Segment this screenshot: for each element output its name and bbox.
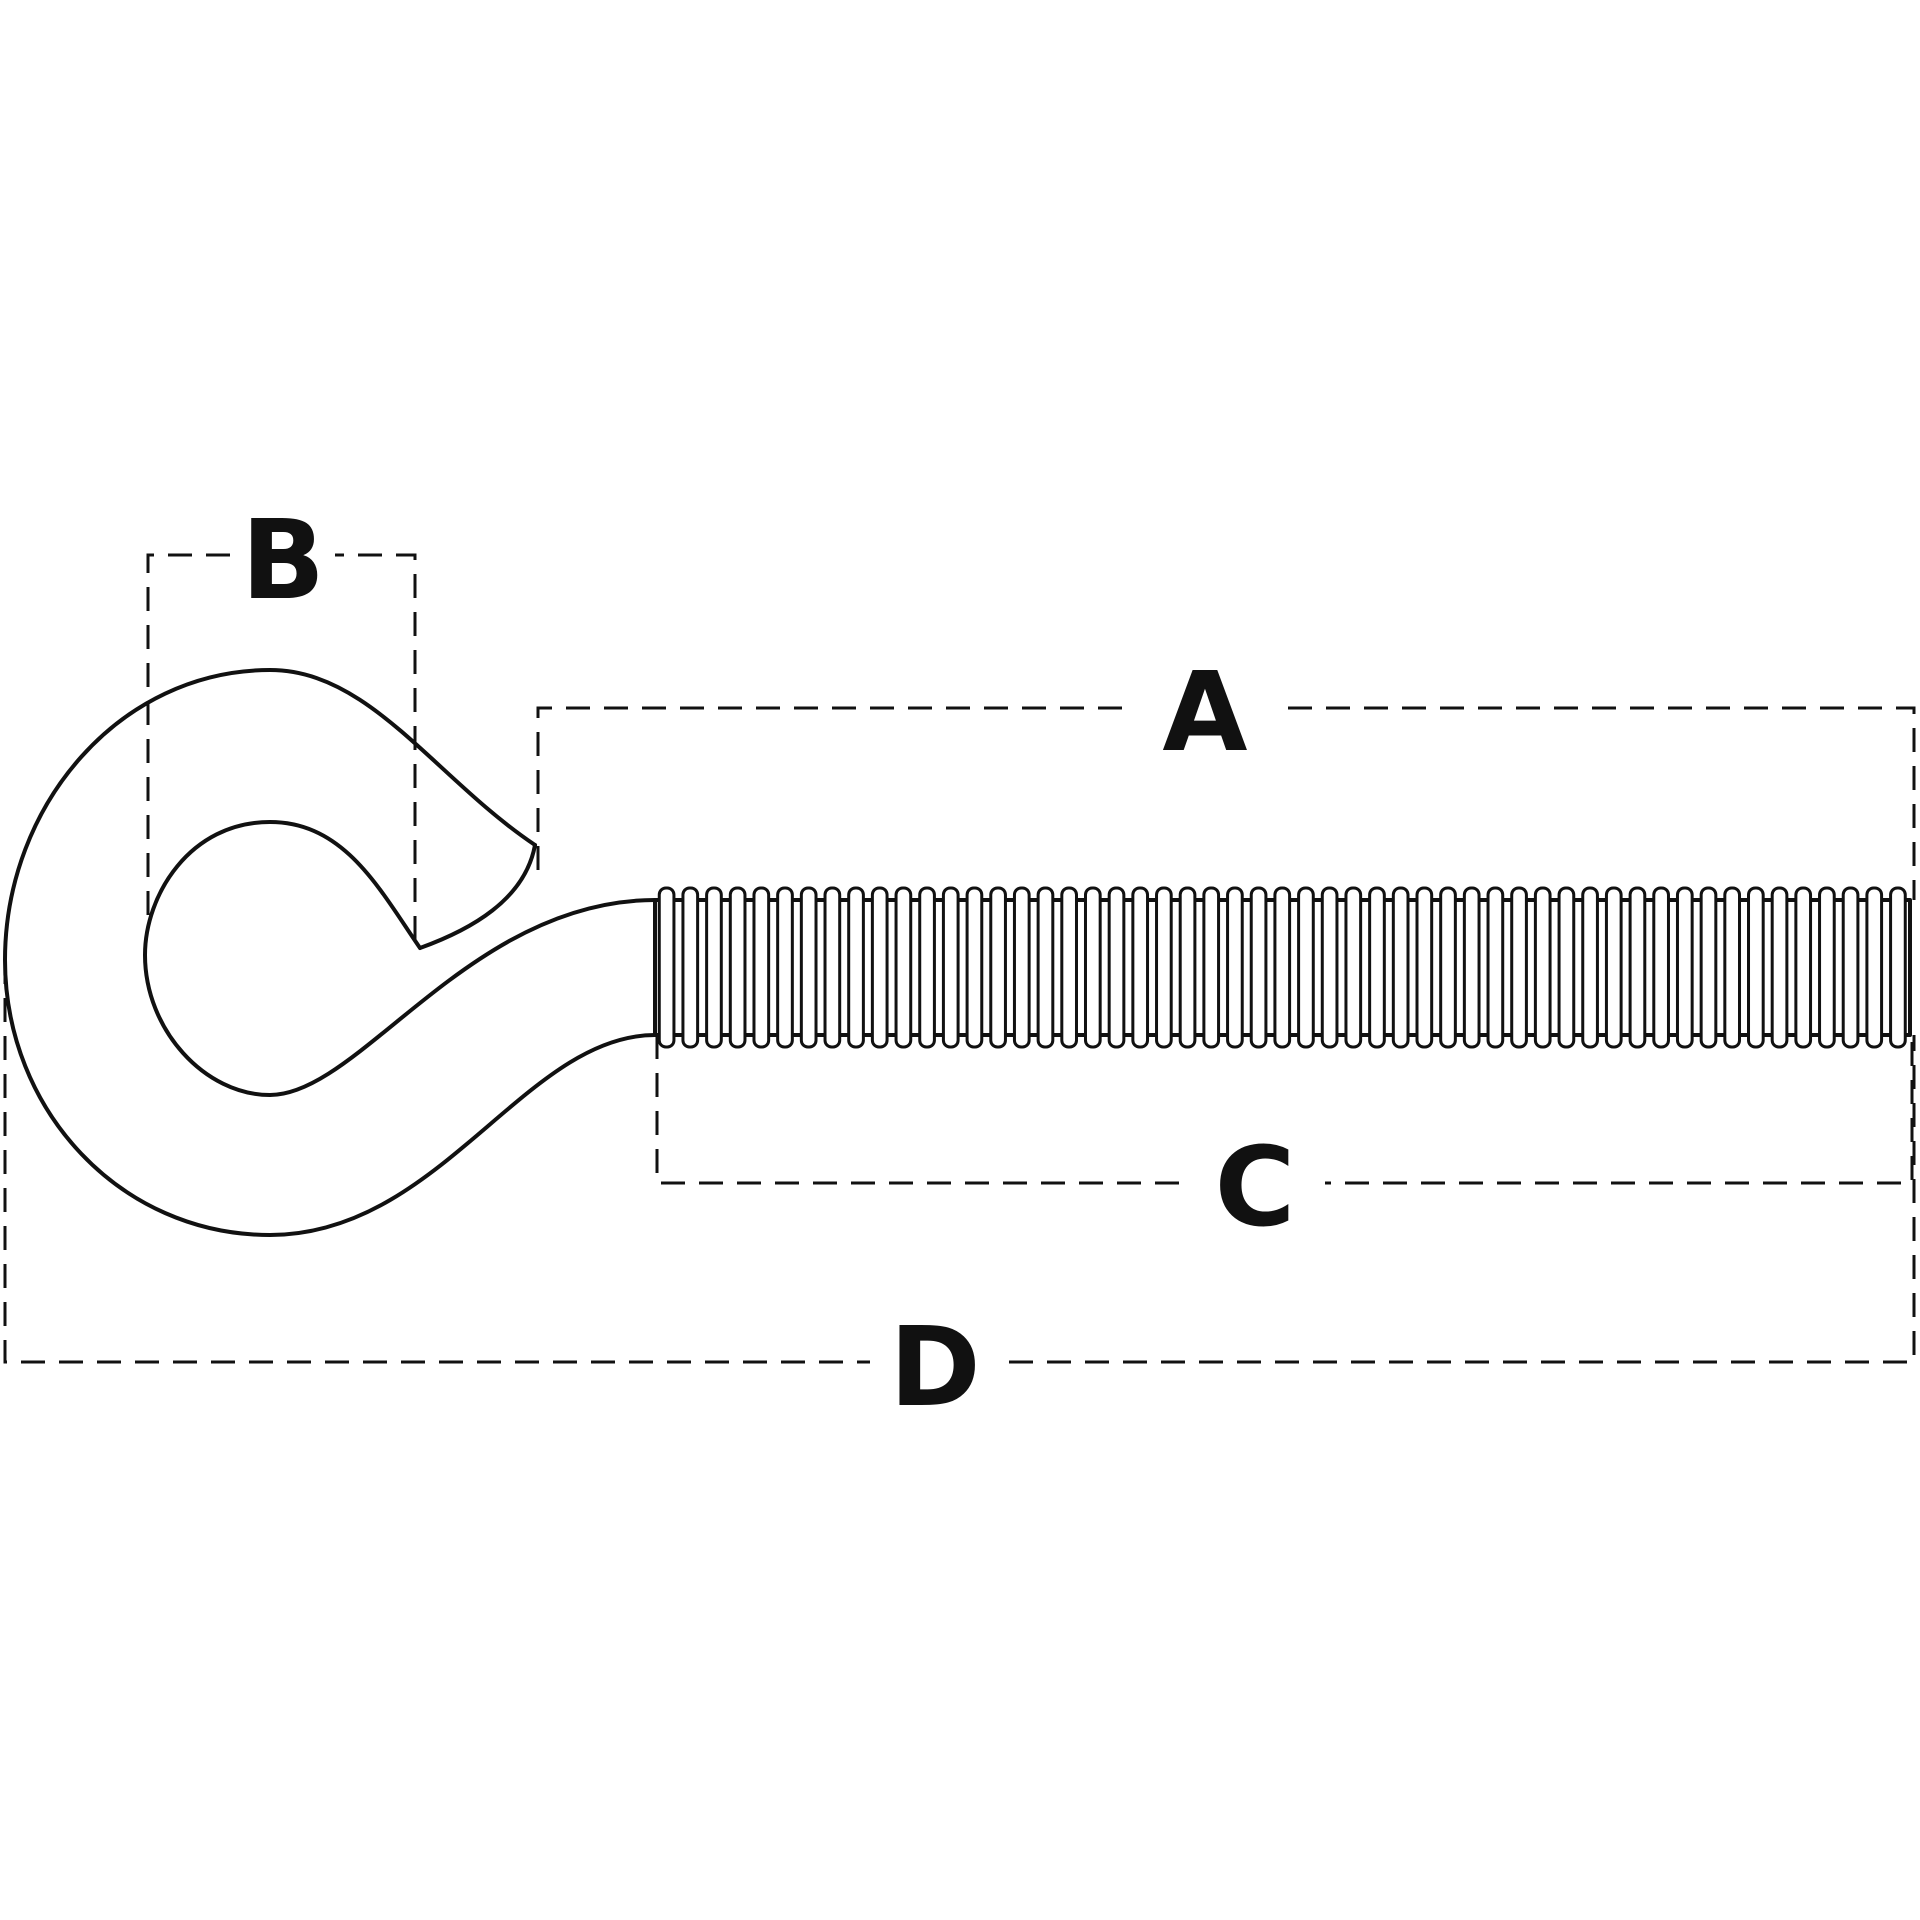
thread-tooth [823, 886, 842, 1049]
dimension-c-label: C [1215, 1123, 1296, 1251]
dimension-b-label-bg [230, 515, 335, 595]
hook-inner-contour [143, 820, 657, 1097]
thread-tooth [705, 886, 723, 1049]
dimension-a: A [536, 648, 1916, 900]
dimension-c-label-bg [1180, 1140, 1325, 1225]
threaded-shank [653, 886, 1912, 1049]
thread-tooth [1060, 886, 1078, 1049]
thread-tooth [1723, 886, 1742, 1049]
thread-tooth [1273, 886, 1292, 1049]
thread-tooth [1818, 886, 1836, 1049]
thread-tooth [941, 886, 960, 1049]
thread-tooth [1675, 886, 1694, 1049]
dimension-c: C [655, 1035, 1914, 1251]
thread-tooth [1604, 886, 1623, 1049]
thread-tooth [1131, 886, 1150, 1049]
thread-tooth [1747, 886, 1765, 1049]
thread-tooth [1320, 886, 1339, 1049]
thread-tooth [1533, 886, 1552, 1049]
dimension-d-label: D [889, 1303, 980, 1431]
hook-outer-contour [3, 668, 657, 1237]
thread-tooth [776, 886, 794, 1049]
thread-tooth [1368, 886, 1386, 1049]
thread-tooth [1865, 886, 1884, 1049]
thread-tooth [728, 886, 747, 1049]
eye-bolt-hook [3, 668, 657, 1237]
thread-tooth [1036, 886, 1055, 1049]
thread-tooth [752, 886, 771, 1049]
thread-tooth [989, 886, 1007, 1049]
thread-tooth [1249, 886, 1268, 1049]
hook-open-tip [418, 843, 537, 950]
thread-tooth [1083, 886, 1102, 1049]
thread-tooth [1344, 886, 1363, 1049]
thread-tooth [1770, 886, 1789, 1049]
thread-tooth [1699, 886, 1718, 1049]
thread-tooth [1178, 886, 1197, 1049]
thread-tooth [1486, 886, 1505, 1049]
thread-tooth [1439, 886, 1457, 1049]
thread-tooth [1841, 886, 1860, 1049]
thread-tooth [657, 886, 676, 1049]
dimension-d-line [3, 960, 1916, 1364]
thread-tooth [1012, 886, 1031, 1049]
thread-tooth [1155, 886, 1173, 1049]
dimension-a-label: A [1162, 648, 1247, 776]
thread-tooth [918, 886, 936, 1049]
thread-tooth [894, 886, 913, 1049]
thread-tooth [1415, 886, 1434, 1049]
thread-tooth [870, 886, 889, 1049]
thread-tooth [1391, 886, 1410, 1049]
thread-tooth [1107, 886, 1126, 1049]
thread-tooth [1652, 886, 1670, 1049]
thread-tooth [1297, 886, 1315, 1049]
thread-tooth [1462, 886, 1481, 1049]
thread-tooth [965, 886, 984, 1049]
thread-tooth [1794, 886, 1813, 1049]
dimension-d: D [3, 960, 1916, 1431]
thread-tooth [1557, 886, 1576, 1049]
thread-tooth [1226, 886, 1244, 1049]
dimension-b: B [146, 496, 417, 950]
thread-tooth [1889, 886, 1907, 1049]
thread-tooth [1581, 886, 1599, 1049]
dimension-a-label-bg [1125, 665, 1285, 750]
thread-tooth [1202, 886, 1221, 1049]
thread-tooth [799, 886, 818, 1049]
thread-tooth [847, 886, 865, 1049]
dimension-d-label-bg [870, 1318, 1005, 1408]
thread-tooth [1628, 886, 1647, 1049]
thread-tooth [1510, 886, 1528, 1049]
dimension-b-label: B [241, 496, 325, 624]
thread-tooth [681, 886, 700, 1049]
